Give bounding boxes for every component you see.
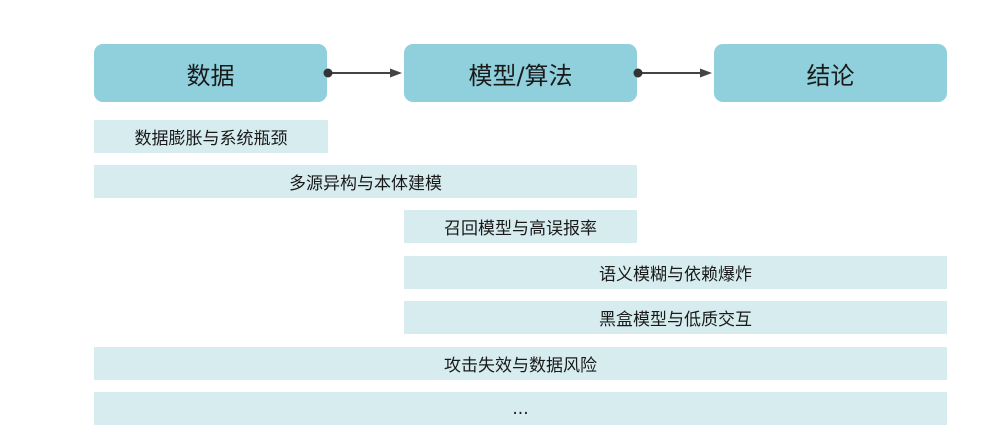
bar-blackbox-interaction-label: 黑盒模型与低质交互 (599, 310, 752, 330)
bar-attack-data-risk-label: 攻击失效与数据风险 (444, 356, 597, 376)
stage-model-algorithm: 模型/算法 (404, 44, 637, 102)
connector-data-to-model (323, 68, 402, 78)
bar-data-expansion: 数据膨胀与系统瓶颈 (94, 120, 328, 153)
stage-conclusion-label: 结论 (806, 61, 855, 90)
bar-ellipsis: ... (94, 392, 947, 425)
arrowhead-icon (700, 68, 712, 78)
stage-data: 数据 (94, 44, 327, 102)
stage-conclusion: 结论 (714, 44, 947, 102)
stage-data-label: 数据 (186, 61, 235, 90)
bar-semantic-dependency: 语义模糊与依赖爆炸 (404, 256, 947, 289)
bar-attack-data-risk: 攻击失效与数据风险 (94, 347, 947, 380)
bar-blackbox-interaction: 黑盒模型与低质交互 (404, 301, 947, 334)
bar-recall-false-alarm: 召回模型与高误报率 (404, 210, 637, 243)
bar-semantic-dependency-label: 语义模糊与依赖爆炸 (599, 265, 752, 285)
bar-data-expansion-label: 数据膨胀与系统瓶颈 (134, 129, 288, 149)
connector-model-to-conclusion (633, 68, 712, 78)
stage-model-algorithm-label: 模型/算法 (468, 61, 573, 90)
bar-ellipsis-label: ... (512, 398, 529, 419)
bar-heterogeneous-ontology: 多源异构与本体建模 (94, 165, 637, 198)
arrowhead-icon (390, 68, 402, 78)
bar-heterogeneous-ontology-label: 多源异构与本体建模 (289, 174, 442, 194)
bar-recall-false-alarm-label: 召回模型与高误报率 (444, 219, 597, 239)
